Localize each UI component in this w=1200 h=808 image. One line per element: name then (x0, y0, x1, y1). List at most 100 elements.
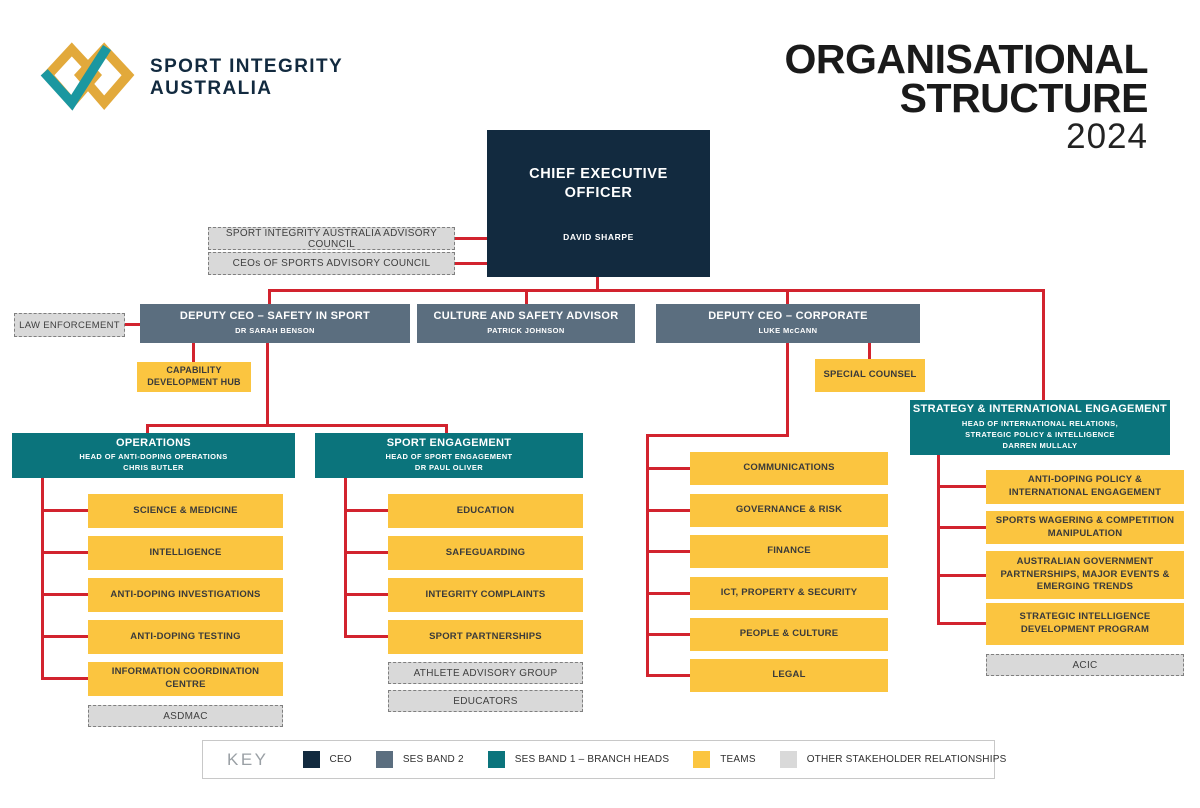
team-box: LEGAL (690, 659, 888, 692)
connector (344, 477, 347, 637)
team-box: SAFEGUARDING (388, 536, 583, 570)
connector (596, 277, 599, 291)
key-item-label: TEAMS (720, 754, 756, 765)
team-box: AUSTRALIAN GOVERNMENT PARTNERSHIPS, MAJO… (986, 551, 1184, 599)
team-box: ICT, PROPERTY & SECURITY (690, 577, 888, 610)
deputy-ceo-safety-name: DR SARAH BENSON (235, 326, 315, 336)
team-label: INTELLIGENCE (149, 546, 222, 558)
team-box: EDUCATION (388, 494, 583, 528)
connector (266, 343, 269, 427)
connector (344, 551, 388, 554)
connector (344, 593, 388, 596)
brand: SPORT INTEGRITY AUSTRALIA (40, 38, 343, 118)
key-item-teams: TEAMS (693, 751, 755, 768)
key-label: KEY (227, 749, 269, 769)
team-box: SPORT PARTNERSHIPS (388, 620, 583, 654)
other-stakeholders-color-swatch (779, 751, 797, 768)
key-item-label: SES BAND 1 – BRANCH HEADS (514, 754, 670, 765)
strategy-role: HEAD OF INTERNATIONAL RELATIONS, STRATEG… (961, 419, 1119, 439)
connector (646, 550, 690, 553)
team-label: INFORMATION COORDINATION CENTRE (111, 666, 260, 690)
acic-box: ACIC (986, 654, 1184, 676)
connector (268, 289, 271, 304)
team-label: STRATEGIC INTELLIGENCE DEVELOPMENT PROGR… (1019, 611, 1151, 635)
team-box: ANTI-DOPING POLICY & INTERNATIONAL ENGAG… (986, 470, 1184, 504)
connector (646, 674, 690, 677)
connector (646, 434, 649, 677)
key-item-other-stakeholders: OTHER STAKEHOLDER RELATIONSHIPS (779, 751, 1007, 768)
brand-line1: SPORT INTEGRITY (150, 55, 344, 77)
operations-title: OPERATIONS (116, 436, 191, 449)
connector (192, 343, 195, 363)
team-label: SPORT PARTNERSHIPS (429, 630, 542, 642)
ceo-title: CHIEF EXECUTIVE OFFICER (529, 166, 668, 201)
asdmac-box: ASDMAC (88, 705, 283, 727)
deputy-ceo-corporate-box: DEPUTY CEO – CORPORATE LUKE McCANN (656, 304, 920, 343)
connector (455, 262, 487, 265)
connector (41, 677, 88, 680)
connector (344, 509, 388, 512)
connector (786, 343, 789, 437)
key-item-label: OTHER STAKEHOLDER RELATIONSHIPS (806, 754, 1007, 765)
team-box: INTEGRITY COMPLAINTS (388, 578, 583, 612)
team-box: SPORTS WAGERING & COMPETITION MANIPULATI… (986, 511, 1184, 544)
deputy-ceo-corporate-name: LUKE McCANN (758, 326, 818, 336)
strategy-name: DARREN MULLALY (1002, 440, 1078, 450)
connector (146, 424, 149, 434)
key-item-ses-band-2: SES BAND 2 (375, 751, 464, 768)
connector (124, 323, 140, 326)
connector (937, 455, 940, 625)
sport-engagement-role: HEAD OF SPORT ENGAGEMENT (385, 452, 513, 462)
operations-name: CHRIS BUTLER (123, 463, 184, 473)
ceos-advisory-council-label: CEOs OF SPORTS ADVISORY COUNCIL (232, 258, 431, 269)
educators-box: EDUCATORS (388, 690, 583, 712)
special-counsel-label: SPECIAL COUNSEL (823, 369, 917, 381)
teams-color-swatch (693, 751, 711, 768)
connector (41, 551, 88, 554)
connector (41, 635, 88, 638)
ceo-name: DAVID SHARPE (563, 231, 634, 242)
team-label: COMMUNICATIONS (743, 462, 835, 474)
team-label: EDUCATION (456, 504, 515, 516)
connector (937, 622, 986, 625)
law-enforcement-box: LAW ENFORCEMENT (14, 313, 125, 337)
connector (937, 526, 986, 529)
connector (525, 289, 528, 304)
team-box: ANTI-DOPING TESTING (88, 620, 283, 654)
asdmac-label: ASDMAC (163, 710, 208, 722)
team-label: LEGAL (772, 669, 806, 681)
team-box: INTELLIGENCE (88, 536, 283, 570)
culture-safety-advisor-box: CULTURE AND SAFETY ADVISOR PATRICK JOHNS… (417, 304, 635, 343)
brand-line2: AUSTRALIA (150, 78, 273, 99)
ses-band-1-color-swatch (487, 751, 505, 768)
team-label: ANTI-DOPING INVESTIGATIONS (110, 588, 261, 600)
ceo-box: CHIEF EXECUTIVE OFFICER DAVID SHARPE (487, 130, 710, 277)
team-box: PEOPLE & CULTURE (690, 618, 888, 651)
ceo-color-swatch (302, 751, 320, 768)
culture-safety-advisor-name: PATRICK JOHNSON (487, 326, 565, 336)
sia-advisory-council-box: SPORT INTEGRITY AUSTRALIA ADVISORY COUNC… (208, 227, 455, 250)
sport-engagement-branch-box: SPORT ENGAGEMENT HEAD OF SPORT ENGAGEMEN… (315, 433, 583, 478)
key-item-ses-band-1: SES BAND 1 – BRANCH HEADS (487, 751, 670, 768)
connector (937, 574, 986, 577)
ceos-advisory-council-box: CEOs OF SPORTS ADVISORY COUNCIL (208, 252, 455, 275)
connector (41, 509, 88, 512)
capability-development-hub-label: CAPABILITY DEVELOPMENT HUB (147, 365, 241, 387)
brand-wordmark: SPORT INTEGRITY AUSTRALIA (150, 56, 343, 101)
connector (41, 477, 44, 679)
connector (937, 485, 986, 488)
connector (646, 467, 690, 470)
title-year: 2024 (1066, 116, 1148, 156)
key-item-ceo: CEO (302, 751, 352, 768)
team-label: ANTI-DOPING TESTING (130, 630, 241, 642)
connector (868, 343, 871, 360)
team-label: ANTI-DOPING POLICY & INTERNATIONAL ENGAG… (1008, 474, 1162, 498)
team-box: SCIENCE & MEDICINE (88, 494, 283, 528)
connector (41, 593, 88, 596)
team-box: GOVERNANCE & RISK (690, 494, 888, 527)
connector (646, 592, 690, 595)
law-enforcement-label: LAW ENFORCEMENT (19, 319, 120, 331)
title-line1: ORGANISATIONAL (784, 36, 1148, 82)
operations-branch-box: OPERATIONS HEAD OF ANTI-DOPING OPERATION… (12, 433, 295, 478)
special-counsel-box: SPECIAL COUNSEL (815, 359, 925, 392)
